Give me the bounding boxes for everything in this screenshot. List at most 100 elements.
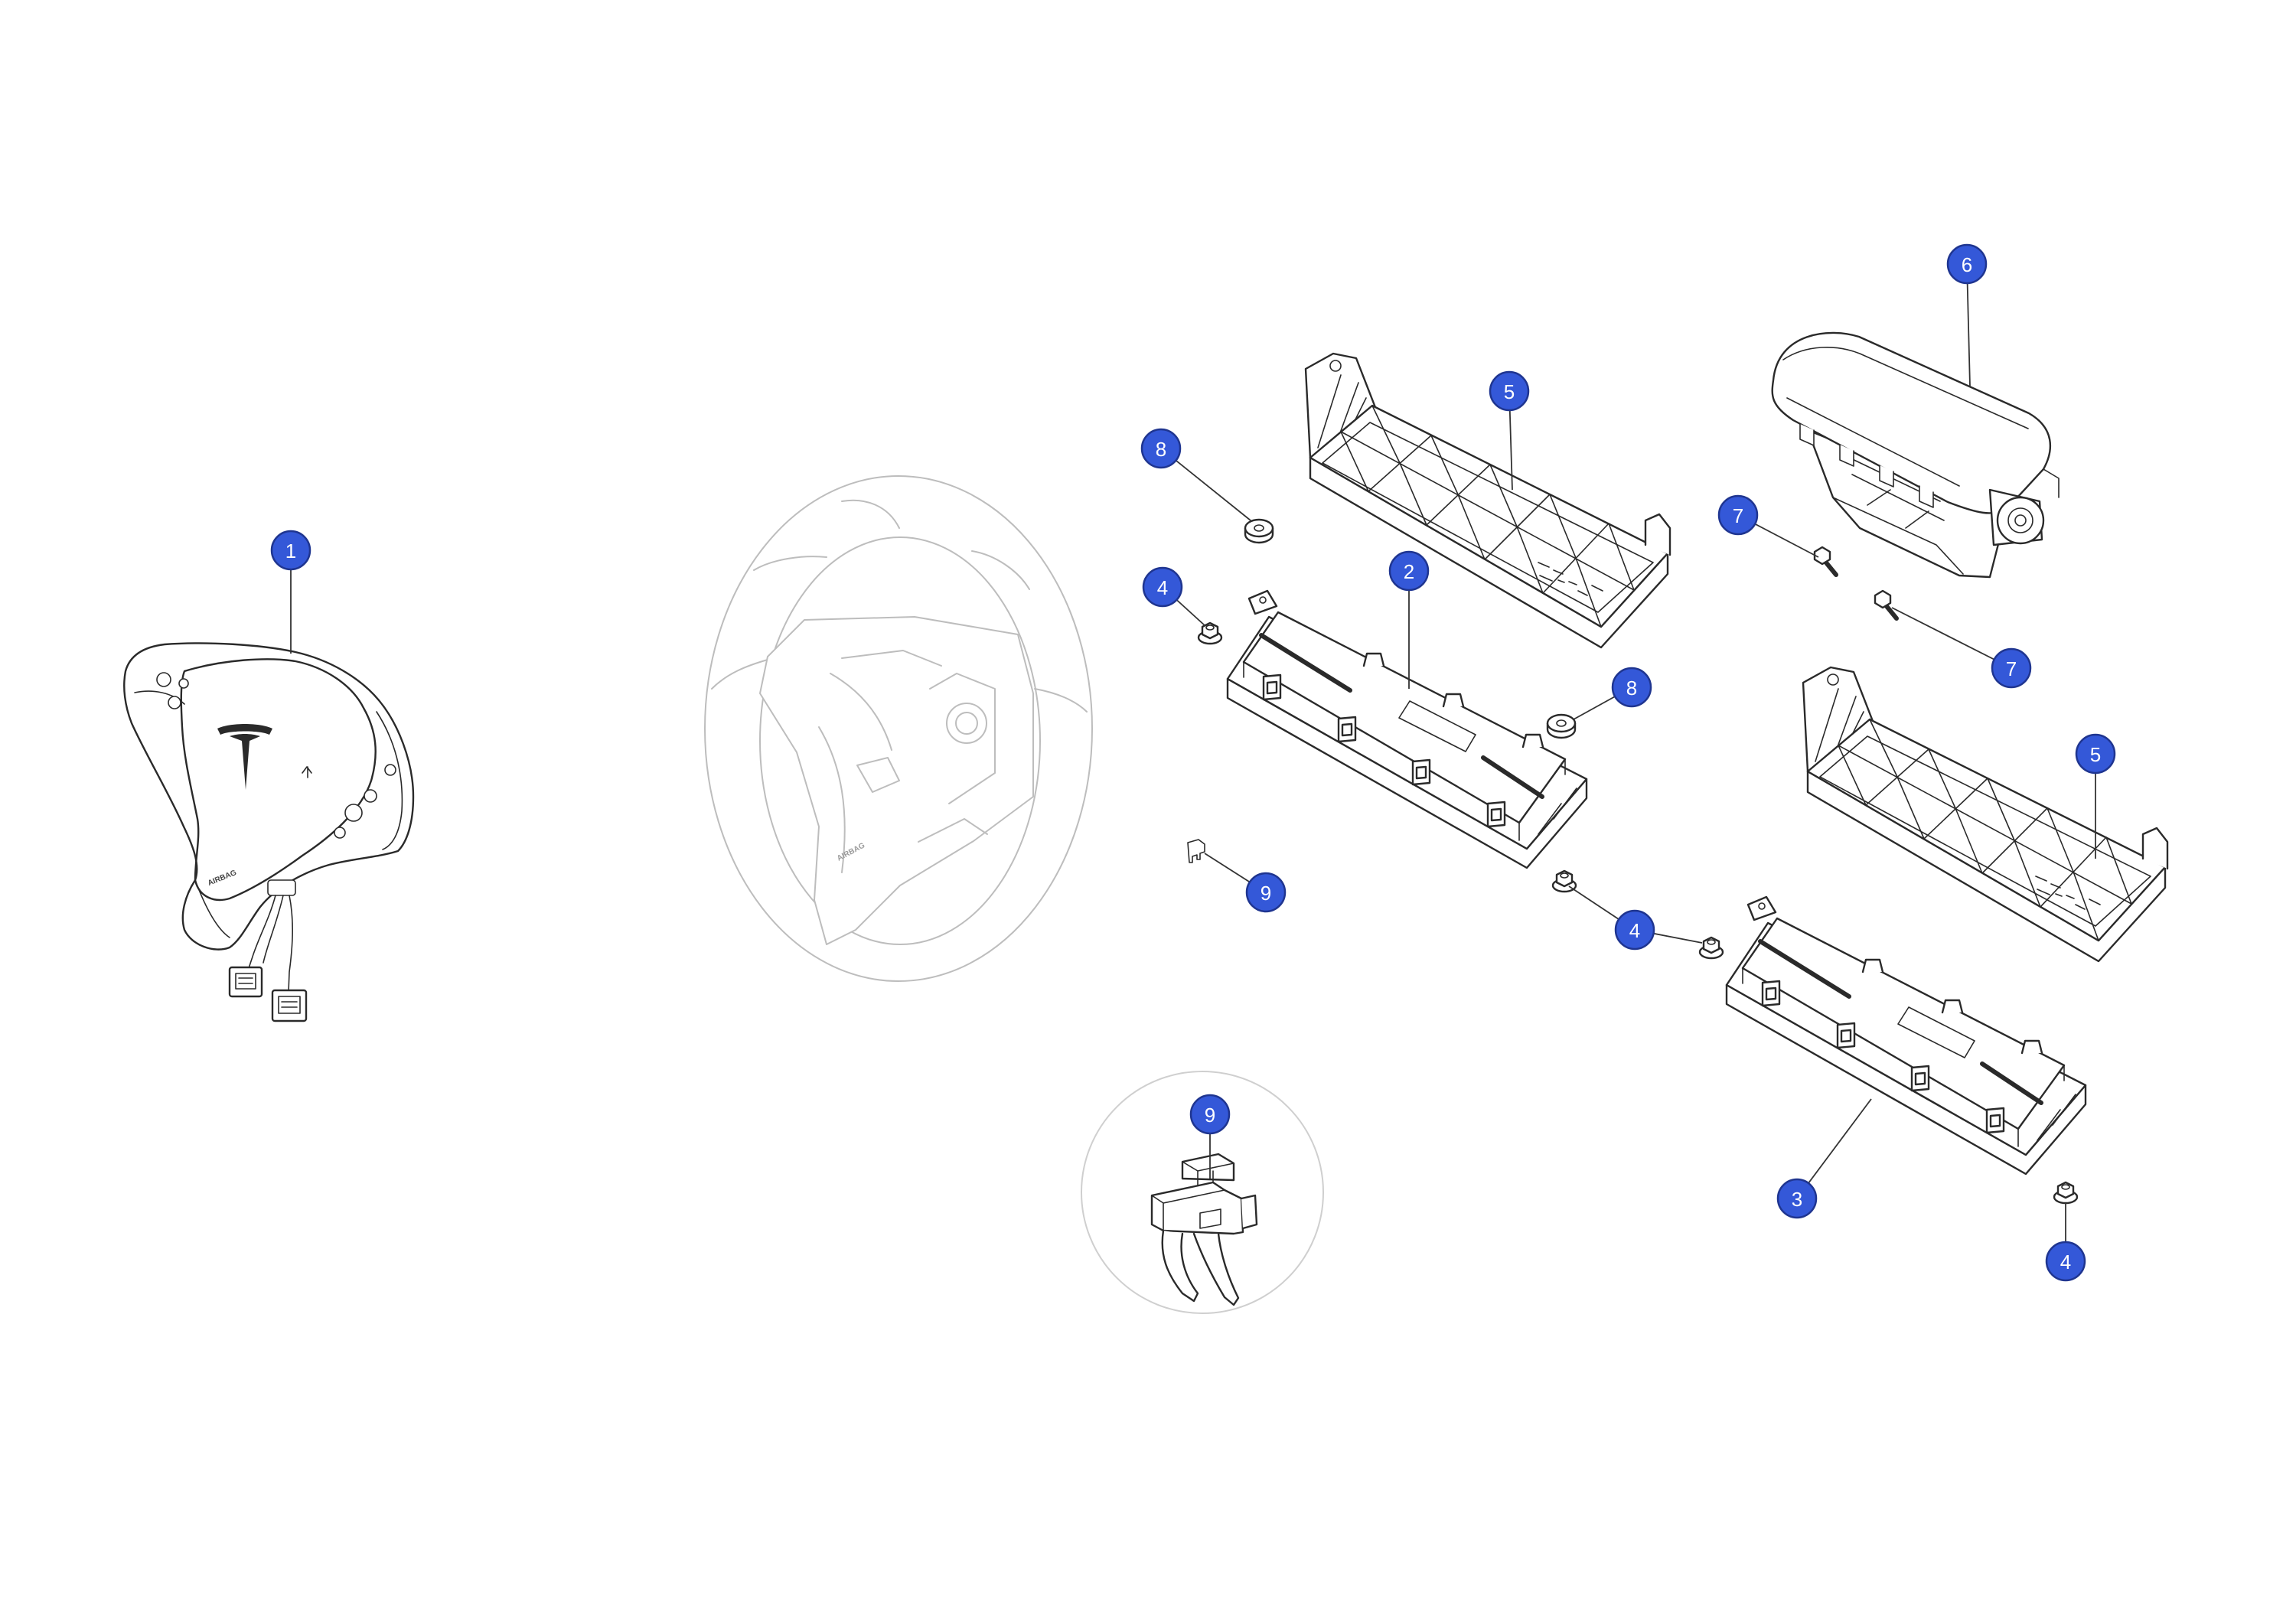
callout-3[interactable]: 3 (1776, 1098, 1872, 1219)
callout-marker (1991, 647, 2032, 689)
callout-6[interactable]: 6 (1946, 243, 1988, 387)
leader-line (1966, 263, 1971, 387)
inflator-ring (2007, 507, 2033, 533)
steering-wheel-reference: AIRBAG (704, 475, 1093, 982)
inflator-connector-icon (1996, 496, 2045, 545)
callout-4-c[interactable]: 4 (2045, 1203, 2086, 1282)
passenger-airbag-seam (1782, 347, 2029, 487)
callout-8-a[interactable]: 8 (1140, 428, 1251, 521)
callout-number: 8 (1156, 438, 1166, 461)
callout-2[interactable]: 2 (1388, 550, 1430, 689)
knee-airbag-lower (1725, 895, 2087, 1176)
callout-number: 6 (1962, 253, 1972, 276)
passenger-airbag-cushion (1771, 331, 2052, 514)
callout-marker (2045, 1241, 2086, 1282)
callout-marker (1776, 1178, 1818, 1219)
callout-marker (1140, 428, 1182, 469)
callout-number: 9 (1205, 1104, 1215, 1127)
passenger-airbag-end-bracket (2043, 468, 2060, 498)
callout-4-b[interactable]: 4 (1568, 885, 1703, 951)
callout-number: 9 (1261, 882, 1271, 905)
callout-number: 8 (1626, 677, 1637, 699)
bolt-7-b (1874, 589, 1899, 621)
wheel-rim-outer (704, 475, 1093, 982)
callout-marker (1388, 550, 1430, 592)
nut-4-a (1197, 621, 1223, 645)
steering-wheel-buttons (156, 672, 396, 839)
callout-number: 7 (2006, 657, 2017, 680)
leader-line (1891, 607, 2012, 669)
callout-5-a[interactable]: 5 (1489, 370, 1530, 491)
callout-marker (1717, 494, 1759, 536)
washer-8-a (1244, 518, 1274, 544)
callout-marker (270, 530, 311, 571)
tray-label-marks (1538, 562, 1603, 596)
airbag-strap (1259, 633, 1544, 799)
wheel-rim-details (711, 499, 1088, 713)
callout-4-a[interactable]: 4 (1142, 566, 1206, 627)
airbag-label (1398, 700, 1476, 752)
driver-airbag-module: AIRBAG (123, 642, 415, 1022)
clip-9-small (1187, 839, 1205, 863)
bracket-hole (1259, 596, 1267, 604)
knee-airbag-tray-lower (1802, 666, 2169, 963)
knee-airbag-tray-upper (1304, 352, 1671, 649)
tray-grid (1340, 405, 1635, 628)
clip-detail-view (1081, 1071, 1324, 1314)
callout-marker (1614, 909, 1655, 951)
callout-marker (1611, 667, 1652, 708)
callout-9-b[interactable]: 9 (1189, 1094, 1231, 1179)
airbag-front-tabs (1262, 673, 1506, 828)
connector-1 (228, 966, 263, 998)
nut-4-c (1698, 936, 1724, 960)
wheel-hub-details (818, 650, 996, 873)
callout-marker (1489, 370, 1530, 412)
callout-marker (1142, 566, 1183, 608)
callout-marker (1946, 243, 1988, 285)
callout-number: 5 (1504, 380, 1515, 403)
callout-7-a[interactable]: 7 (1717, 494, 1819, 558)
wire-harness (247, 895, 293, 993)
knee-airbag-upper (1226, 589, 1588, 869)
passenger-airbag (1771, 331, 2060, 579)
airbag-cover (180, 658, 377, 902)
callout-number: 4 (1629, 919, 1640, 942)
connector-2 (271, 989, 308, 1022)
washer-8-b (1546, 713, 1577, 739)
detail-circle (1081, 1071, 1324, 1314)
callout-number: 5 (2090, 743, 2101, 766)
tray-rim (1309, 404, 1669, 628)
callout-number: 3 (1792, 1188, 1802, 1211)
inflator-core (2014, 514, 2027, 527)
nut-4-d (2053, 1181, 2079, 1205)
wheel-boss-inner (955, 712, 978, 735)
passenger-airbag-tabs (1799, 423, 1934, 508)
callout-marker (2075, 733, 2116, 774)
callout-5-b[interactable]: 5 (2075, 733, 2116, 859)
callout-number: 4 (1157, 576, 1168, 599)
callout-7-b[interactable]: 7 (1891, 607, 2032, 689)
nut-4-b (1551, 869, 1577, 893)
airbag-back-tabs (1362, 652, 1544, 748)
callout-number: 7 (1733, 504, 1743, 527)
leader-line (1796, 1098, 1872, 1199)
callout-number: 1 (285, 540, 296, 563)
clip-9-detail (1150, 1153, 1258, 1306)
module-outline (123, 642, 415, 951)
callout-marker (1189, 1094, 1231, 1135)
wheel-boss-outer (946, 703, 987, 744)
airbag-housing-edges (1243, 661, 1577, 841)
wire-collar (267, 879, 296, 896)
tesla-logo-icon (217, 724, 272, 790)
callout-marker (1245, 872, 1287, 913)
tray-right-post (1644, 513, 1671, 556)
callout-8-b[interactable]: 8 (1573, 667, 1652, 720)
callout-number: 2 (1404, 560, 1414, 583)
tray-mount-hole (1329, 360, 1342, 372)
callout-1[interactable]: 1 (270, 530, 311, 654)
callout-number: 4 (2060, 1251, 2071, 1273)
callout-9-a[interactable]: 9 (1204, 853, 1287, 913)
bolt-7-a (1813, 546, 1838, 577)
wheel-hub (759, 616, 1034, 945)
